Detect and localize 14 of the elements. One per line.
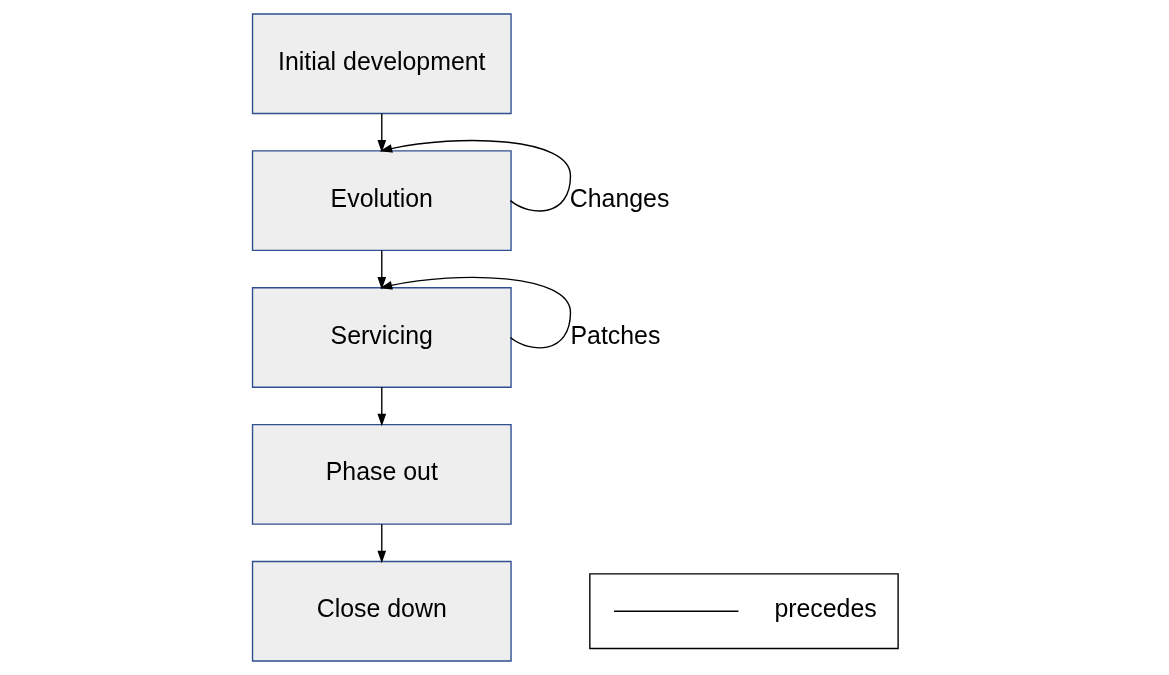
arrow — [376, 249, 386, 290]
edge-label: Changes — [569, 183, 669, 212]
node-box: Phase out — [251, 423, 512, 525]
arrow — [379, 276, 571, 349]
node-box: Servicing — [251, 287, 512, 388]
node-box: Close down — [251, 560, 512, 662]
arrow — [379, 139, 571, 212]
legend-label: precedes — [773, 594, 877, 623]
arrow — [376, 386, 386, 427]
edge-label: Patches — [569, 320, 660, 349]
arrow — [376, 523, 386, 564]
node-box: Evolution — [251, 150, 512, 252]
node-box: Initial development — [251, 13, 512, 115]
arrow — [376, 112, 386, 153]
